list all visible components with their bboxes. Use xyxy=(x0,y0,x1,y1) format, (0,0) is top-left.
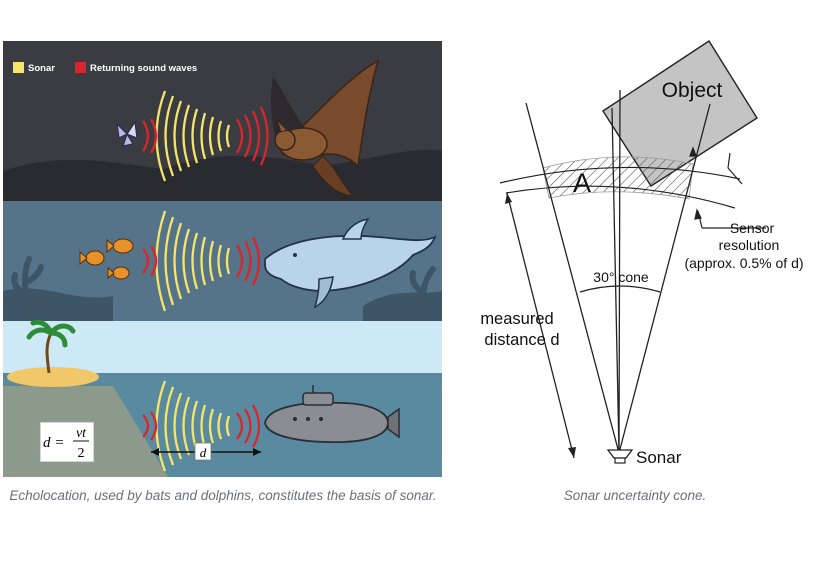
object-label: Object xyxy=(662,79,723,102)
sensor-label-line3: (approx. 0.5% of d) xyxy=(684,255,803,271)
legend-swatch-sonar xyxy=(13,62,24,73)
area-label: A xyxy=(573,168,591,198)
legend xyxy=(13,62,86,73)
measured-distance-arrow xyxy=(505,192,576,459)
moth xyxy=(116,120,138,147)
sensor-label-line2: resolution xyxy=(719,237,780,253)
cone-label: 30° cone xyxy=(593,269,649,285)
sensor-label-line1: Sensor xyxy=(730,220,775,236)
legend-label-sonar: Sonar xyxy=(28,63,55,74)
island xyxy=(7,367,99,387)
bat-sonar-waves xyxy=(142,90,269,182)
submarine xyxy=(264,385,400,443)
formula-box xyxy=(39,421,95,463)
legend-swatch-returning xyxy=(75,62,86,73)
sensor-resolution-pointers xyxy=(689,146,766,229)
sky-above-water xyxy=(3,321,442,376)
left-caption: Echolocation, used by bats and dolphins,… xyxy=(9,488,437,503)
echolocation-illustration: d d = vt 2 Sonar Returning sound waves xyxy=(3,41,442,477)
legend-label-returning: Returning sound waves xyxy=(90,63,197,74)
dolphin-sonar-waves xyxy=(142,210,261,312)
bat xyxy=(271,59,380,197)
distance-arrow xyxy=(151,442,261,461)
measured-label-line1: measured xyxy=(480,310,553,328)
hatched-band-a xyxy=(542,156,694,200)
sonar-cone-diagram: Object A 30° cone measured distance d xyxy=(470,38,825,478)
formula-lhs: d = xyxy=(43,435,64,451)
sonar-label: Sonar xyxy=(636,448,682,467)
dolphin xyxy=(264,217,437,309)
cone-angle-arc xyxy=(579,285,661,293)
distance-label: d xyxy=(200,445,207,460)
right-caption: Sonar uncertainty cone. xyxy=(563,488,707,503)
formula-numerator: vt xyxy=(76,426,87,441)
sonar-emitter-icon xyxy=(606,449,634,464)
formula-denominator: 2 xyxy=(78,446,85,461)
fish-group xyxy=(79,238,134,280)
measured-label-line2: distance d xyxy=(484,331,559,349)
cone-lines xyxy=(525,89,711,454)
